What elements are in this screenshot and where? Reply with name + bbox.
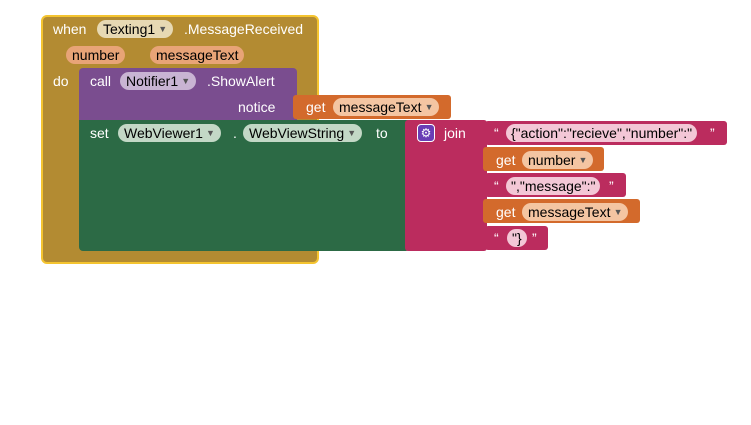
quote-open-2: “ <box>494 178 499 194</box>
set-component-dropdown[interactable]: WebViewer1 ▼ <box>118 124 221 142</box>
quote-close-4: ” <box>532 230 537 246</box>
get-label: get <box>306 99 326 115</box>
get-messagetext-var: messageText <box>528 204 611 220</box>
join-block[interactable] <box>405 120 487 251</box>
chevron-down-icon: ▼ <box>613 207 623 217</box>
quote-close-0: ” <box>710 125 715 141</box>
to-label: to <box>376 125 388 141</box>
chevron-down-icon: ▼ <box>205 128 215 138</box>
set-property-label: WebViewString <box>249 125 345 141</box>
param-number[interactable]: number <box>66 46 126 64</box>
get-var-dropdown[interactable]: messageText ▼ <box>333 98 440 116</box>
get-messagetext-dropdown[interactable]: messageText ▼ <box>522 203 629 221</box>
event-component-dropdown[interactable]: Texting1 ▼ <box>97 20 174 38</box>
get-var-label: messageText <box>339 99 422 115</box>
chevron-down-icon: ▼ <box>424 102 434 112</box>
get-number-var: number <box>528 152 576 168</box>
call-component-label: Notifier1 <box>126 73 179 89</box>
when-label: when <box>53 21 87 37</box>
chevron-down-icon: ▼ <box>347 128 357 138</box>
chevron-down-icon: ▼ <box>181 76 191 86</box>
text-field-0[interactable]: {"action":"recieve","number":" <box>506 124 698 142</box>
param-messagetext[interactable]: messageText <box>150 46 245 64</box>
set-component-label: WebViewer1 <box>124 125 203 141</box>
chevron-down-icon: ▼ <box>158 24 168 34</box>
gear-icon[interactable]: ⚙ <box>417 124 435 142</box>
text-field-4[interactable]: "} <box>507 229 527 247</box>
text-field-2[interactable]: ","message":" <box>506 177 601 195</box>
get-messagetext-label: get <box>496 204 516 220</box>
set-dot-label: . <box>233 125 237 141</box>
get-number-dropdown[interactable]: number ▼ <box>522 151 594 169</box>
call-label: call <box>90 73 112 89</box>
quote-close-2: ” <box>609 178 614 194</box>
quote-open-4: “ <box>494 230 499 246</box>
event-name-label: .MessageReceived <box>184 21 304 37</box>
event-component-label: Texting1 <box>103 21 156 37</box>
set-label: set <box>90 125 109 141</box>
set-property-dropdown[interactable]: WebViewString ▼ <box>243 124 363 142</box>
quote-open-0: “ <box>494 125 499 141</box>
notice-label: notice <box>238 99 276 115</box>
call-component-dropdown[interactable]: Notifier1 ▼ <box>120 72 197 90</box>
do-label: do <box>53 73 69 89</box>
get-number-label: get <box>496 152 516 168</box>
join-label: join <box>444 125 466 141</box>
call-method-label: .ShowAlert <box>207 73 275 89</box>
chevron-down-icon: ▼ <box>578 155 588 165</box>
